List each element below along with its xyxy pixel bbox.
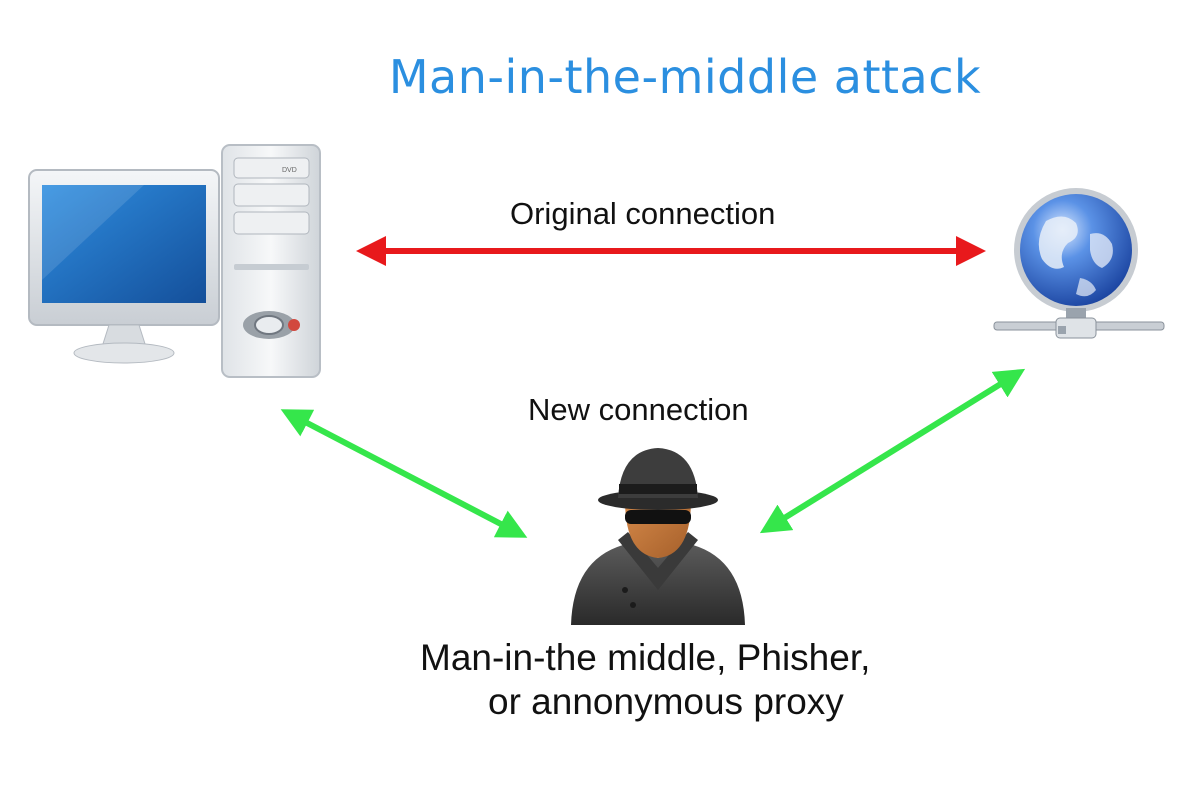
- diagram-title: Man-in-the-middle attack: [388, 50, 982, 104]
- new-connection-arrow-client: [280, 409, 528, 538]
- attacker-caption-line1: Man-in-the middle, Phisher,: [420, 637, 871, 678]
- new-connection-label: New connection: [528, 392, 749, 427]
- network-globe-icon: [988, 186, 1168, 351]
- attacker-caption: Man-in-the middle, Phisher, or annonymou…: [420, 636, 1000, 724]
- attacker-caption-line2: or annonymous proxy: [488, 681, 844, 722]
- spy-icon: [563, 440, 753, 630]
- new-connection-arrow-server: [759, 368, 1026, 534]
- desktop-computer-icon: DVD: [24, 140, 334, 385]
- original-connection-label: Original connection: [510, 196, 776, 231]
- drive-label: DVD: [282, 167, 297, 174]
